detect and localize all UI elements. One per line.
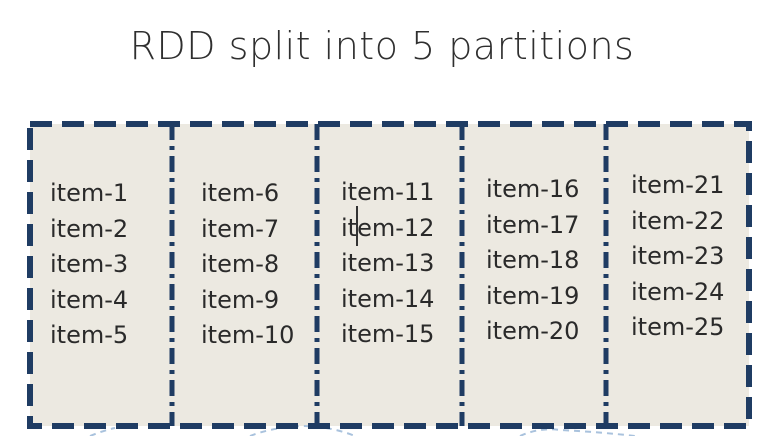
partition-item: item-12 — [341, 213, 435, 242]
faint-connector-right — [519, 428, 636, 436]
partition-item: item-6 — [201, 179, 280, 207]
partition-item: item-23 — [631, 242, 725, 270]
diagram-title: RDD split into 5 partitions — [129, 24, 635, 68]
partition-4: item-16 item-17 item-18 item-19 item-20 — [486, 172, 579, 350]
partition-item: item-24 — [631, 277, 725, 306]
rdd-outer-border — [27, 121, 752, 429]
partition-item: item-21 — [631, 171, 725, 199]
partition-item: item-1 — [50, 179, 129, 207]
partition-item: item-10 — [201, 321, 295, 349]
partition-2: item-6 item-7 item-8 item-9 item-10 — [201, 176, 294, 354]
text-cursor — [356, 206, 358, 246]
partition-item: item-22 — [631, 206, 725, 235]
partition-item: item-4 — [50, 285, 129, 314]
partition-item: item-5 — [50, 321, 129, 349]
partition-item: item-14 — [341, 284, 435, 313]
partition-5: item-21 item-22 item-23 item-24 item-25 — [631, 168, 724, 346]
faint-connector-left — [89, 427, 116, 436]
partition-item: item-11 — [341, 178, 435, 206]
partition-item: item-16 — [486, 175, 580, 203]
partition-1: item-1 item-2 item-3 item-4 item-5 — [50, 176, 128, 354]
partition-item: item-18 — [486, 246, 580, 274]
partition-item: item-20 — [486, 317, 580, 345]
partition-item: item-2 — [50, 214, 129, 243]
partition-item: item-17 — [486, 210, 580, 239]
rdd-panel-background — [30, 124, 749, 426]
partition-item: item-13 — [341, 249, 435, 277]
partition-item: item-25 — [631, 313, 725, 341]
partition-item: item-9 — [201, 285, 280, 314]
partition-3: item-11 item-12 item-13 item-14 item-15 — [341, 175, 434, 353]
partition-item: item-3 — [50, 250, 129, 278]
partition-item: item-15 — [341, 320, 435, 348]
faint-connector-center — [249, 424, 356, 436]
partition-item: item-7 — [201, 214, 280, 243]
partition-item: item-19 — [486, 281, 580, 310]
partition-item: item-8 — [201, 250, 280, 278]
